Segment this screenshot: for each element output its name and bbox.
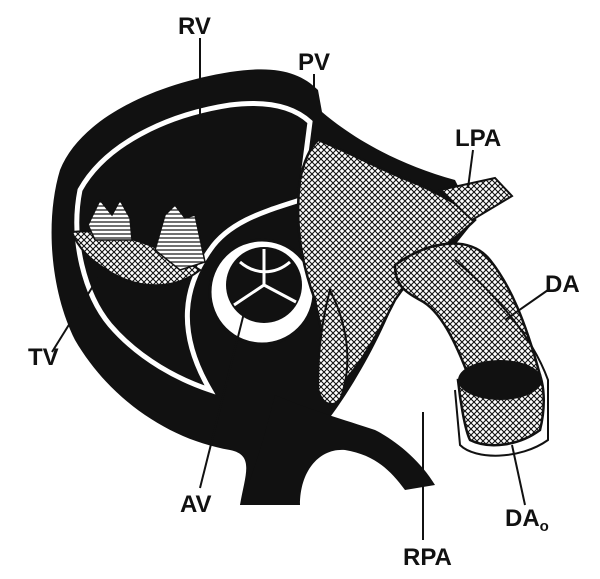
label-dao-sub: o — [540, 518, 549, 535]
left-pulmonary-artery — [437, 176, 514, 222]
aorta-outer-outline — [454, 259, 549, 457]
av-leader — [199, 304, 247, 489]
papillary-muscle-right — [154, 203, 206, 271]
tv-leader — [51, 277, 99, 353]
label-dao-main: DA — [505, 505, 540, 532]
label-av: AV — [180, 491, 212, 518]
label-rv: RV — [178, 13, 211, 40]
rv-cavity-rim — [74, 101, 313, 395]
lpa-leader — [467, 149, 474, 189]
dao-leader — [511, 444, 526, 506]
label-dao: DAo — [505, 505, 549, 535]
ductus-arteriosus — [393, 242, 542, 382]
label-lpa: LPA — [455, 125, 501, 152]
right-pulmonary-artery — [316, 287, 349, 405]
papillary-muscle-left — [87, 198, 133, 241]
lower-vessel-trunk — [240, 395, 435, 505]
label-da: DA — [545, 271, 580, 298]
label-rpa: RPA — [403, 544, 452, 571]
label-tv: TV — [28, 344, 59, 371]
aortic-valve-cusps — [233, 249, 297, 307]
label-pv: PV — [298, 49, 330, 76]
descending-aorta-lumen — [458, 360, 542, 400]
leader-lines — [51, 38, 549, 540]
da-leader — [504, 289, 549, 321]
